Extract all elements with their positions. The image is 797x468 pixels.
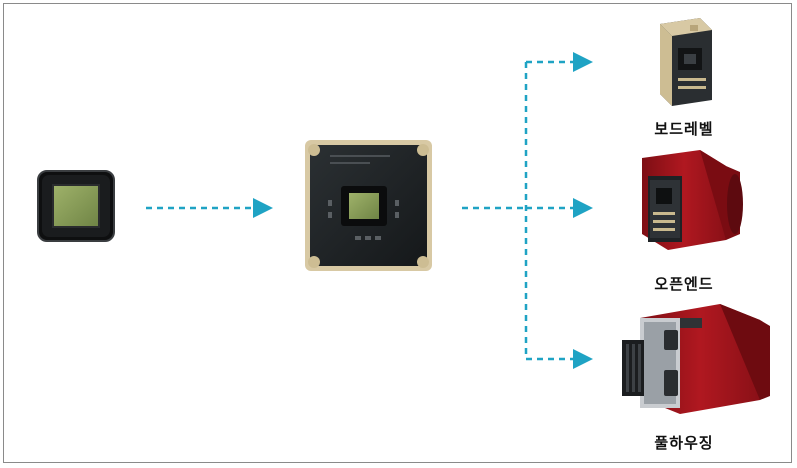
output-label-open-end: 오픈엔드 <box>654 275 714 293</box>
output-label-full-housing: 풀하우징 <box>654 434 714 452</box>
full-housing-camera-icon <box>622 304 770 414</box>
sensor-board-pcb-icon <box>305 140 432 271</box>
open-end-camera-icon <box>642 150 743 250</box>
board-level-camera-icon <box>660 18 712 106</box>
image-sensor-chip-icon <box>37 170 115 242</box>
output-label-board-level: 보드레벨 <box>654 120 714 138</box>
